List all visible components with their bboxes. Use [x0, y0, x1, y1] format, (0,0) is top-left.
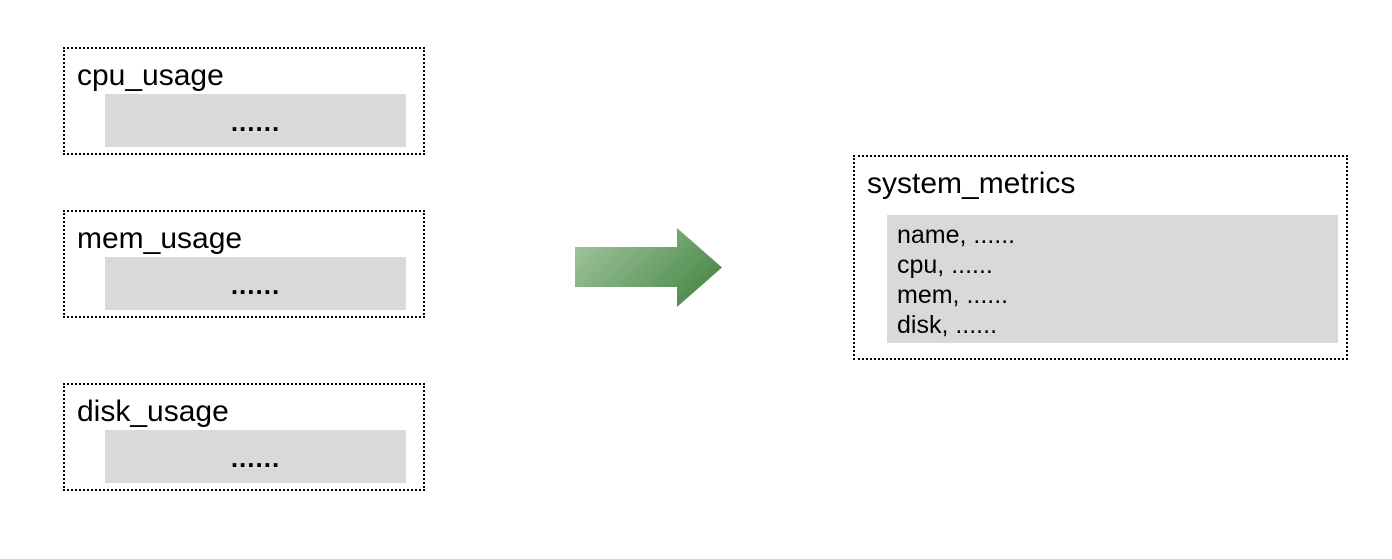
source-box-title: cpu_usage: [77, 59, 224, 92]
source-box-data-bar: ......: [105, 257, 406, 310]
ellipsis-placeholder: ......: [230, 443, 281, 473]
target-field-row: name, ......: [897, 221, 1016, 249]
source-box-title: mem_usage: [77, 222, 243, 255]
target-box-data-panel: name, ...... cpu, ...... mem, ...... dis…: [887, 215, 1338, 343]
source-box-data-bar: ......: [105, 430, 406, 483]
ellipsis-placeholder: ......: [230, 107, 281, 137]
target-field-row: disk, ......: [897, 311, 998, 339]
target-box-title: system_metrics: [867, 167, 1076, 200]
merge-arrow-icon: [575, 228, 722, 307]
ellipsis-placeholder: ......: [230, 270, 281, 300]
source-box-disk-usage: disk_usage ......: [63, 383, 425, 491]
source-box-cpu-usage: cpu_usage ......: [63, 47, 425, 155]
source-box-title: disk_usage: [77, 395, 229, 428]
target-field-row: cpu, ......: [897, 251, 993, 279]
source-box-mem-usage: mem_usage ......: [63, 210, 425, 318]
target-field-row: mem, ......: [897, 281, 1009, 309]
source-box-data-bar: ......: [105, 94, 406, 147]
target-box-system-metrics: system_metrics name, ...... cpu, ...... …: [853, 155, 1348, 360]
